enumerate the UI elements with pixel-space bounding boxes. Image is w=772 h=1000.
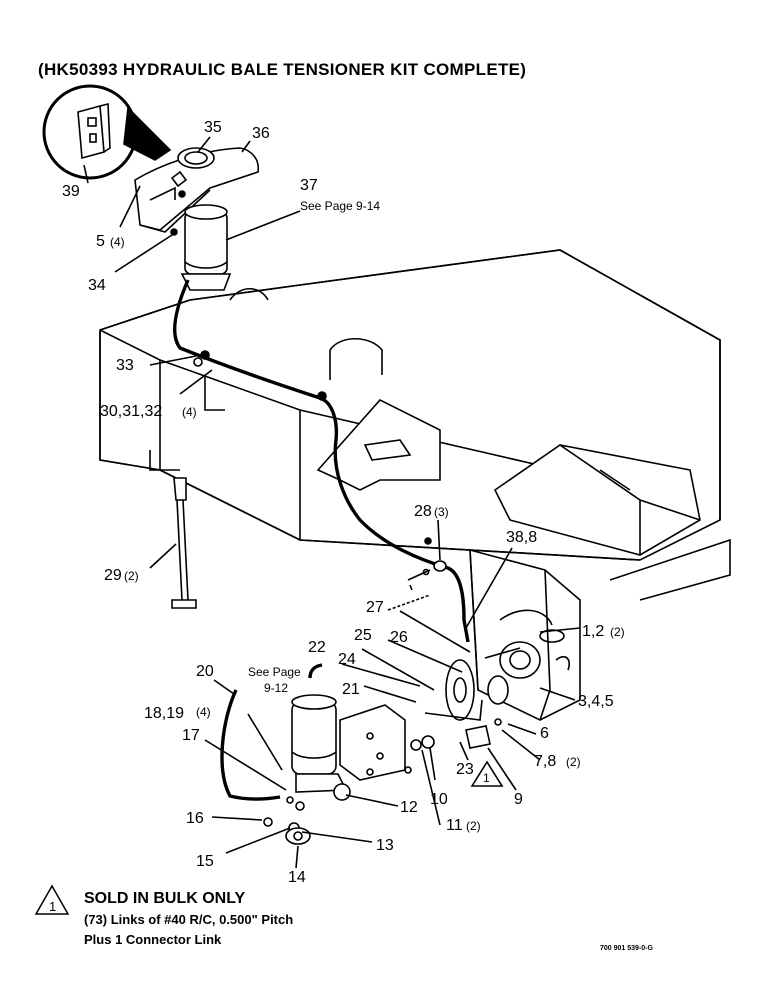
- callout-28-qty: (3): [434, 505, 449, 519]
- callout-27: 27: [366, 599, 384, 616]
- callout-25: 25: [354, 627, 372, 644]
- callout-5: 5: [96, 233, 105, 250]
- callout-14: 14: [288, 869, 306, 886]
- callout-5-qty: (4): [110, 235, 125, 249]
- callout-29-qty: (2): [124, 569, 139, 583]
- callout-6: 6: [540, 725, 549, 742]
- callout-37-see-page: See Page 9-14: [300, 199, 380, 213]
- callout-15: 15: [196, 853, 214, 870]
- callout-9: 9: [514, 791, 523, 808]
- callout-22: 22: [308, 639, 326, 656]
- note-triangle-number: 1: [483, 771, 490, 785]
- note-triangle-icon: 1: [34, 884, 70, 915]
- callout-36: 36: [252, 125, 270, 142]
- callout-18-19-qty: (4): [196, 705, 211, 719]
- callout-21: 21: [342, 681, 360, 698]
- callout-26: 26: [390, 629, 408, 646]
- drawing-reference-code: 700 901 539-0-G: [600, 945, 653, 952]
- kit-title: (HK50393 HYDRAULIC BALE TENSIONER KIT CO…: [38, 60, 527, 79]
- callout-12: 12: [400, 799, 418, 816]
- note-line-1: (73) Links of #40 R/C, 0.500" Pitch: [84, 912, 294, 927]
- note-triangle-marker: [470, 760, 504, 787]
- callout-see-page-ref: 9-12: [264, 681, 288, 695]
- callout-28: 28: [414, 503, 432, 520]
- callout-7-8: 7,8: [534, 753, 556, 770]
- callout-30-qty: (4): [182, 405, 197, 419]
- top-bracket: [134, 147, 260, 233]
- callout-20: 20: [196, 663, 214, 680]
- upper-accumulator: [170, 170, 232, 291]
- callout-37: 37: [300, 177, 318, 194]
- callout-38-8: 38,8: [506, 529, 537, 546]
- callout-23: 23: [456, 761, 474, 778]
- callout-39: 39: [62, 183, 80, 200]
- drive-assembly: [424, 548, 581, 721]
- callout-17: 17: [182, 727, 200, 744]
- callout-34: 34: [88, 277, 106, 294]
- note-marker-number: 1: [49, 899, 56, 914]
- support-rod: [171, 477, 197, 609]
- callout-1-2-qty: (2): [610, 625, 625, 639]
- callout-10: 10: [430, 791, 448, 808]
- note-line-2: Plus 1 Connector Link: [84, 932, 222, 947]
- callout-11: 11: [446, 817, 463, 834]
- callout-13: 13: [376, 837, 394, 854]
- leader-lines: [83, 136, 581, 869]
- inset-detail: [42, 84, 172, 180]
- callout-7-8-qty: (2): [566, 755, 581, 769]
- callout-33: 33: [116, 357, 134, 374]
- note-heading: SOLD IN BULK ONLY: [84, 890, 246, 907]
- callout-11-qty: (2): [466, 819, 481, 833]
- callout-29: 29: [104, 567, 122, 584]
- callout-3-4-5: 3,4,5: [578, 693, 614, 710]
- hose-fittings: [193, 350, 447, 611]
- callout-35: 35: [204, 119, 222, 136]
- callout-16: 16: [186, 810, 204, 827]
- baler-frame: [99, 249, 731, 601]
- callout-1-2: 1,2: [582, 623, 604, 640]
- callout-see-page: See Page: [248, 665, 301, 679]
- callout-30-31-32: 30,31,32: [100, 403, 162, 420]
- callout-24: 24: [338, 651, 356, 668]
- callout-18-19: 18,19: [144, 705, 184, 722]
